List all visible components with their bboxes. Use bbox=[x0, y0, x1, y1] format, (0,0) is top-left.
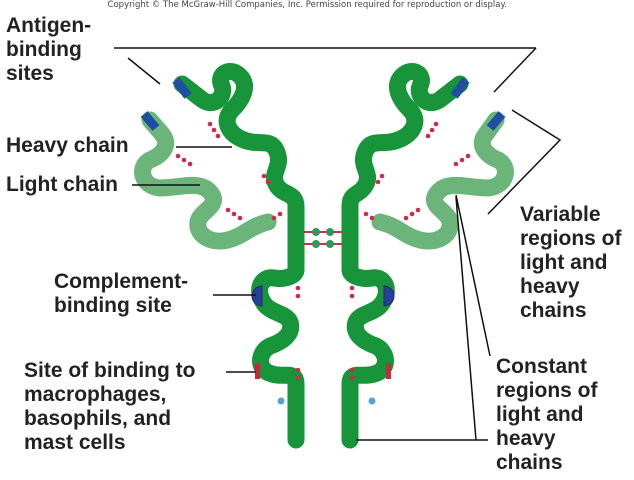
macrophage-site-left bbox=[255, 363, 260, 379]
antigen-binding-site-right bbox=[450, 77, 506, 131]
carbohydrate-dot-right bbox=[368, 397, 376, 405]
label-constant-1: Constant bbox=[496, 355, 587, 378]
label-constant-4: heavy bbox=[496, 427, 556, 450]
label-constant-3: light and bbox=[496, 403, 584, 426]
label-macro-4: mast cells bbox=[24, 431, 126, 454]
label-heavy-chain: Heavy chain bbox=[6, 134, 129, 157]
label-constant-5: chains bbox=[496, 451, 563, 474]
label-macro-2: macrophages, bbox=[24, 383, 167, 406]
label-variable-5: chains bbox=[520, 299, 587, 322]
label-complement-1: Complement- bbox=[54, 270, 189, 293]
light-chain-left bbox=[134, 111, 277, 250]
label-macro-1: Site of binding to bbox=[24, 359, 196, 382]
label-antigen-binding-2: binding bbox=[6, 38, 82, 61]
label-antigen-binding-3: sites bbox=[6, 62, 54, 85]
antigen-binding-site-left bbox=[140, 77, 192, 131]
label-antigen-binding-1: Antigen- bbox=[6, 14, 92, 37]
copyright-notice: Copyright © The McGraw-Hill Companies, I… bbox=[107, 0, 507, 10]
complement-site-right bbox=[383, 285, 395, 307]
label-complement-2: binding site bbox=[54, 294, 172, 317]
label-variable-1: Variable bbox=[520, 203, 601, 226]
heavy-chain-right bbox=[341, 63, 469, 449]
hinge-disulfide-bonds bbox=[304, 228, 342, 248]
label-constant-2: regions of bbox=[496, 379, 598, 402]
label-light-chain: Light chain bbox=[6, 173, 118, 196]
complement-site-left bbox=[251, 285, 263, 307]
label-variable-4: heavy bbox=[520, 275, 580, 298]
pointer-lines bbox=[114, 47, 562, 441]
label-macro-3: basophils, and bbox=[24, 407, 172, 430]
carbohydrate-dot-left bbox=[277, 397, 285, 405]
heavy-chain-left bbox=[173, 63, 305, 449]
light-chain-right bbox=[371, 111, 514, 250]
label-variable-2: regions of bbox=[520, 227, 622, 250]
label-variable-3: light and bbox=[520, 251, 608, 274]
disulfide-bonds bbox=[175, 121, 471, 381]
macrophage-site-right bbox=[386, 363, 391, 379]
